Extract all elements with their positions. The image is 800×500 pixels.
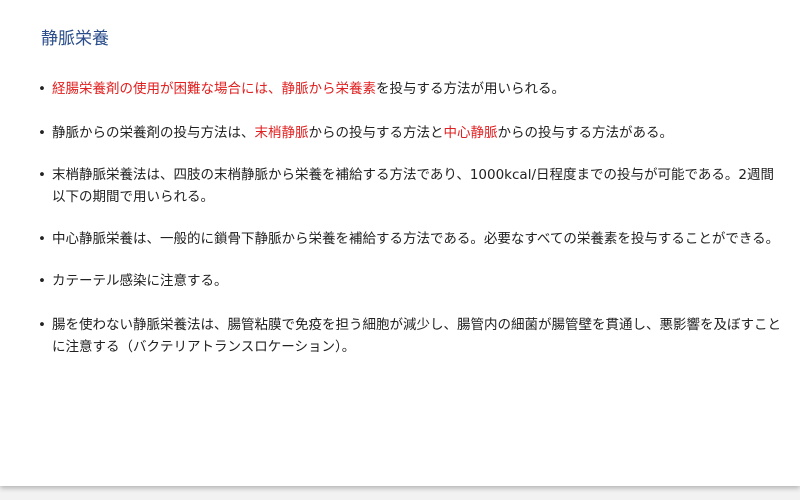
bullet-6-text: 腸を使わない静脈栄養法は、腸管粘膜で免疫を担う細胞が減少し、腸管内の細菌が腸管壁… bbox=[52, 317, 781, 355]
bullet-4-text: 中心静脈栄養は、一般的に鎖骨下静脈から栄養を補給する方法である。必要なすべての栄… bbox=[52, 231, 780, 247]
bullet-1-segment-1: 経腸栄養剤の使用が困難な場合には、静脈から栄養素 bbox=[52, 81, 376, 97]
bullet-2-segment-2: 末梢静脈 bbox=[254, 125, 309, 141]
bullet-dot-icon: • bbox=[38, 273, 46, 289]
bullet-dot-icon: • bbox=[38, 125, 46, 141]
bullet-item-6: • 腸を使わない静脈栄養法は、腸管粘膜で免疫を担う細胞が減少し、腸管内の細菌が腸管… bbox=[35, 314, 783, 358]
bullet-dot-icon: • bbox=[38, 317, 46, 333]
bullet-item-4: • 中心静脈栄養は、一般的に鎖骨下静脈から栄養を補給する方法である。必要なすべての… bbox=[35, 228, 783, 250]
bullet-2-segment-4: 中心静脈 bbox=[443, 125, 498, 141]
bullet-2-segment-5: からの投与する方法がある。 bbox=[497, 125, 674, 141]
bullet-dot-icon: • bbox=[38, 231, 46, 247]
bullet-dot-icon: • bbox=[38, 81, 46, 97]
slide-title: 静脈栄養 bbox=[41, 29, 109, 49]
bullet-2-segment-3: からの投与する方法と bbox=[308, 125, 444, 141]
bullet-item-1: • 経腸栄養剤の使用が困難な場合には、静脈から栄養素を投与する方法が用いられる。 bbox=[35, 78, 783, 100]
bullet-2-segment-1: 静脈からの栄養剤の投与方法は、 bbox=[52, 125, 255, 141]
bullet-3-text: 末梢静脈栄養法は、四肢の末梢静脈から栄養を補給する方法であり、1000kcal/… bbox=[52, 167, 774, 205]
bullet-dot-icon: • bbox=[38, 167, 46, 183]
bullet-item-3: • 末梢静脈栄養法は、四肢の末梢静脈から栄養を補給する方法であり、1000kcal… bbox=[35, 164, 783, 208]
bullet-item-5: • カテーテル感染に注意する。 bbox=[35, 270, 783, 292]
bullet-1-segment-2: を投与する方法が用いられる。 bbox=[376, 81, 565, 97]
bullet-item-2: • 静脈からの栄養剤の投与方法は、末梢静脈からの投与する方法と中心静脈からの投与す… bbox=[35, 122, 783, 144]
slide: 静脈栄養 • 経腸栄養剤の使用が困難な場合には、静脈から栄養素を投与する方法が用い… bbox=[0, 0, 800, 486]
bullet-list: •経腸栄養剤の使用が困難な場合には、静脈から栄養素を投与する方法が用いられる。 … bbox=[35, 78, 783, 358]
bullet-5-text: カテーテル感染に注意する。 bbox=[52, 273, 228, 289]
